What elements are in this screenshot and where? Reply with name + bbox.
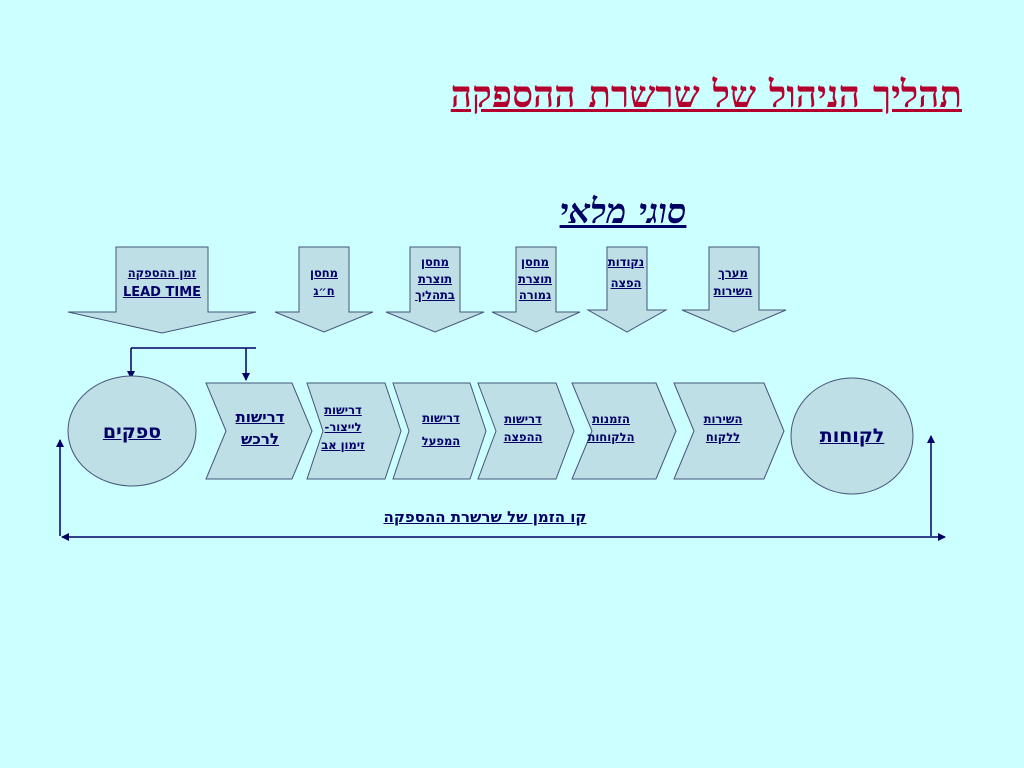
wip-warehouse-arrow-shape bbox=[385, 246, 485, 333]
chevron-purchasing bbox=[205, 382, 313, 480]
inventory-types-subtitle: סוגי מלאי bbox=[559, 192, 687, 232]
chevron-customer-service-label: השירות ללקוח bbox=[703, 412, 743, 444]
lead-time-label: זמן ההספקה LEAD TIME bbox=[122, 266, 202, 300]
page-title: תהליך הניהול של שרשרת ההספקה bbox=[450, 72, 962, 116]
customers-label: לקוחות bbox=[819, 425, 885, 447]
customers-circle bbox=[790, 377, 914, 495]
lead-time-arrow-shape bbox=[67, 246, 257, 334]
chevron-customer-service bbox=[673, 382, 785, 480]
chevron-distribution-label: דרישות ההפצה bbox=[503, 412, 543, 444]
raw-material-warehouse-label: מחסן ח״ג bbox=[310, 266, 338, 298]
chevron-customer-orders bbox=[571, 382, 677, 480]
suppliers-label: ספקים bbox=[102, 421, 162, 443]
chevron-plant-label: דרישות המפעל bbox=[421, 411, 461, 448]
finished-goods-warehouse-arrow-shape bbox=[491, 246, 581, 333]
distribution-points-arrow-shape bbox=[586, 246, 668, 333]
service-system-arrow-shape bbox=[681, 246, 787, 333]
finished-goods-warehouse-label: מחסן תוצרת גמורה bbox=[517, 255, 553, 303]
chevron-production-label: דרישות לייצור- זימון אב bbox=[321, 403, 365, 452]
distribution-points-label: נקודות הפצה bbox=[607, 255, 645, 291]
wip-warehouse-label: מחסן תוצרת בתהליך bbox=[415, 255, 455, 303]
chevron-production bbox=[306, 382, 402, 480]
chevron-distribution bbox=[477, 382, 575, 480]
timeline-label: קו הזמן של שרשרת ההספקה bbox=[383, 508, 587, 526]
service-system-label: מערך השירות bbox=[713, 266, 753, 298]
chevron-customer-orders-label: הזמנות הלקוחות bbox=[587, 412, 635, 444]
chevron-plant bbox=[392, 382, 487, 480]
suppliers-circle bbox=[67, 375, 197, 487]
chevron-purchasing-label: דרישות לרכש bbox=[235, 408, 285, 448]
raw-material-warehouse-arrow-shape bbox=[274, 246, 374, 333]
